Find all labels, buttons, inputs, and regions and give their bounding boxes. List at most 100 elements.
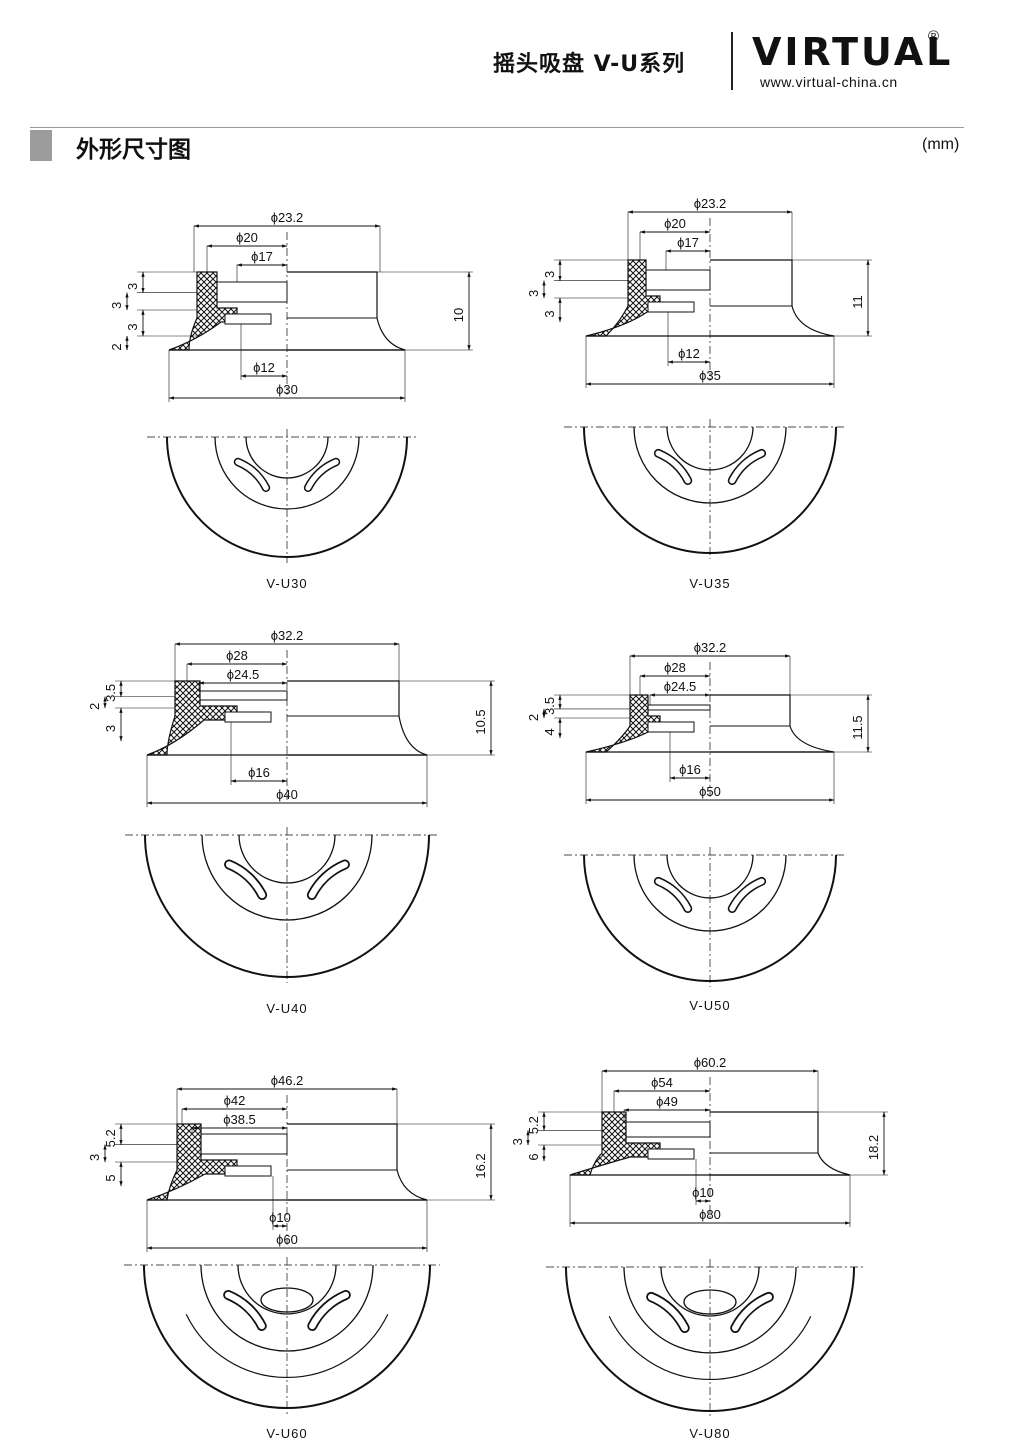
- model-label: V-U60: [266, 1426, 307, 1441]
- dim-mid-diameter-label: ϕ20: [664, 216, 686, 231]
- dim-top-diameter-label: ϕ32.2: [271, 628, 304, 643]
- dim-step-2-label: 6: [526, 1153, 541, 1160]
- dim-inner-diameter-label: ϕ17: [677, 235, 699, 250]
- dim-hole-diameter-label: ϕ12: [253, 360, 275, 375]
- model-label: V-U50: [689, 998, 730, 1013]
- insert-plate: [647, 721, 695, 733]
- insert-plate: [224, 711, 272, 723]
- inner-cavity: [200, 1133, 288, 1155]
- model-label: V-U40: [266, 1001, 307, 1016]
- inner-cavity: [645, 269, 711, 291]
- page-header: 摇头吸盘 V-U系列 VIRTUAL ® www.virtual-china.c…: [0, 0, 1029, 120]
- plan-slot-inner: [729, 878, 765, 912]
- model-label: V-U35: [689, 576, 730, 591]
- dim-height-label: 11: [850, 295, 865, 309]
- dim-inner-diameter-label: ϕ24.5: [664, 679, 697, 694]
- plan-slot-inner: [729, 450, 765, 484]
- plan-outer-groove: [608, 1316, 812, 1380]
- series-title: 摇头吸盘 V-U系列: [493, 52, 686, 77]
- side-profile: [710, 259, 835, 337]
- dim-step-2-label: 5: [103, 1174, 118, 1181]
- section-hatch: [569, 1111, 661, 1176]
- dim-top-diameter-label: ϕ23.2: [271, 210, 304, 225]
- section-hatch: [168, 271, 238, 351]
- side-profile: [710, 694, 835, 753]
- side-profile: [287, 1123, 428, 1201]
- plan-slot-inner: [309, 1291, 350, 1330]
- dim-hole-diameter-label: ϕ10: [269, 1210, 291, 1225]
- header-rule: [30, 127, 964, 128]
- dim-inner-diameter-label: ϕ38.5: [223, 1112, 256, 1127]
- registered-mark: ®: [928, 28, 940, 45]
- dim-inner-diameter-label: ϕ17: [251, 249, 273, 264]
- plan-slot-inner: [225, 861, 266, 899]
- dim-outer-diameter-label: ϕ50: [699, 784, 721, 799]
- dim-outer-diameter-label: ϕ40: [276, 787, 298, 802]
- model-label: V-U80: [689, 1426, 730, 1441]
- plan-outer-groove: [185, 1314, 389, 1378]
- plan-slot-inner: [655, 450, 691, 484]
- dim-step-1-label: 3: [109, 302, 124, 309]
- insert-plate: [647, 1148, 695, 1160]
- header-divider: [731, 32, 733, 90]
- dim-inner-diameter-label: ϕ24.5: [227, 667, 260, 682]
- dim-step-0-label: 3: [542, 271, 557, 278]
- section-marker: [30, 130, 52, 161]
- insert-plate: [647, 301, 695, 313]
- dim-step-0-label: 5.2: [103, 1129, 118, 1147]
- plan-slot-inner: [305, 459, 339, 491]
- dim-height-label: 11.5: [850, 715, 865, 739]
- dim-hole-diameter-label: ϕ16: [679, 762, 701, 777]
- dim-mid-diameter-label: ϕ20: [236, 230, 258, 245]
- dim-top-diameter-label: ϕ46.2: [271, 1073, 304, 1088]
- website-url: www.virtual-china.cn: [760, 74, 898, 90]
- dim-step-2-label: 3: [542, 310, 557, 317]
- dim-outer-diameter-label: ϕ35: [699, 368, 721, 383]
- dim-outer-diameter-label: ϕ80: [699, 1207, 721, 1222]
- dim-outer-diameter-label: ϕ30: [276, 382, 298, 397]
- model-label: V-U30: [266, 576, 307, 591]
- dim-hole-diameter-label: ϕ16: [248, 765, 270, 780]
- dim-inner-diameter-label: ϕ49: [656, 1094, 678, 1109]
- dim-height-label: 10.5: [473, 709, 488, 734]
- dim-height-label: 10: [451, 308, 466, 322]
- dim-mid-diameter-label: ϕ54: [651, 1075, 673, 1090]
- plan-slot-inner: [224, 1291, 265, 1330]
- plan-slot-inner: [647, 1293, 688, 1332]
- dim-top-diameter-label: ϕ60.2: [694, 1055, 727, 1070]
- unit-label: (mm): [922, 136, 960, 153]
- section-hatch: [146, 680, 238, 756]
- inner-cavity: [216, 281, 288, 303]
- dim-step-0-label: 3.5: [103, 684, 118, 702]
- dim-step-1-label: 2: [526, 714, 541, 721]
- dim-step-2-label: 4: [542, 728, 557, 735]
- dim-hole-diameter-label: ϕ12: [678, 346, 700, 361]
- inner-cavity: [625, 1121, 711, 1138]
- plan-slot-inner: [235, 459, 269, 491]
- dim-step-1-label: 2: [87, 703, 102, 710]
- side-profile: [710, 1111, 851, 1176]
- inner-cavity: [199, 690, 288, 701]
- insert-plate: [224, 1165, 272, 1177]
- plan-hub-arc: [660, 1266, 760, 1317]
- inner-cavity: [647, 704, 711, 711]
- dim-step-0-label: 3: [125, 283, 140, 290]
- dim-height-label: 16.2: [473, 1153, 488, 1178]
- brand-logo: VIRTUAL: [752, 30, 954, 74]
- dim-step-3-label: 2: [109, 343, 124, 350]
- plan-inner-arc: [623, 1266, 797, 1354]
- dim-height-label: 18.2: [866, 1135, 881, 1160]
- dim-top-diameter-label: ϕ23.2: [694, 196, 727, 211]
- dim-mid-diameter-label: ϕ42: [224, 1093, 246, 1108]
- dim-mid-diameter-label: ϕ28: [664, 660, 686, 675]
- side-profile: [287, 680, 428, 756]
- plan-slot-inner: [655, 878, 691, 912]
- dim-outer-diameter-label: ϕ60: [276, 1232, 298, 1247]
- dim-step-0-label: 3.5: [542, 697, 557, 715]
- section-hatch: [146, 1123, 238, 1201]
